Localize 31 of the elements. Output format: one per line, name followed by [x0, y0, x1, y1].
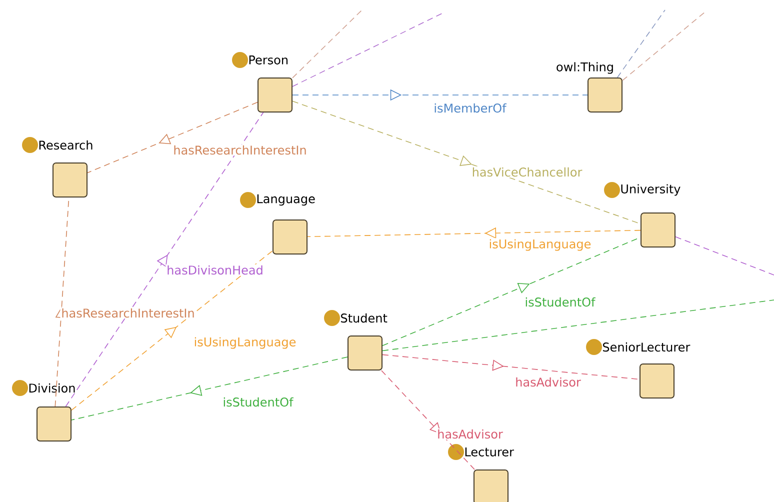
node-label: Person	[249, 56, 288, 64]
dashed-arrow	[71, 356, 348, 420]
edge-label: hasViceChancellor	[470, 166, 584, 178]
dashed-arrow	[87, 102, 258, 174]
class-node: Lecturer	[448, 444, 514, 502]
dashed-arrow	[71, 250, 273, 411]
class-node: Research	[22, 137, 92, 198]
class-node: University	[604, 182, 680, 248]
edge-label: isStudentOf	[222, 396, 294, 408]
node-label: Division	[29, 383, 75, 393]
node-label: University	[621, 184, 680, 196]
class-node: owl:Thing	[556, 62, 622, 112]
edge-label: isMemberOf	[432, 102, 508, 114]
edge-label: hasDivisonHead	[166, 264, 264, 276]
edge-label: isUsingLanguage	[192, 336, 298, 350]
node-label: SeniorLecturer	[602, 342, 690, 352]
class-node: Student	[324, 310, 388, 370]
node-label: Student	[340, 313, 388, 323]
class-node: Division	[12, 380, 75, 442]
node-label: Lecturer	[465, 448, 514, 456]
node-label: owl:Thing	[556, 62, 613, 74]
class-node: Language	[240, 192, 315, 254]
class-node: Person	[232, 52, 292, 112]
node-label: Research	[39, 140, 92, 150]
node-label: Language	[257, 194, 315, 206]
edge-label: hasResearchInterestIn	[172, 144, 308, 156]
edge-label: isStudentOf	[524, 296, 596, 308]
edge-label: hasAdvisor	[514, 376, 582, 388]
dashed-arrow	[382, 354, 640, 380]
class-node: SeniorLecturer	[586, 339, 690, 398]
dashed-arrow	[65, 112, 264, 407]
